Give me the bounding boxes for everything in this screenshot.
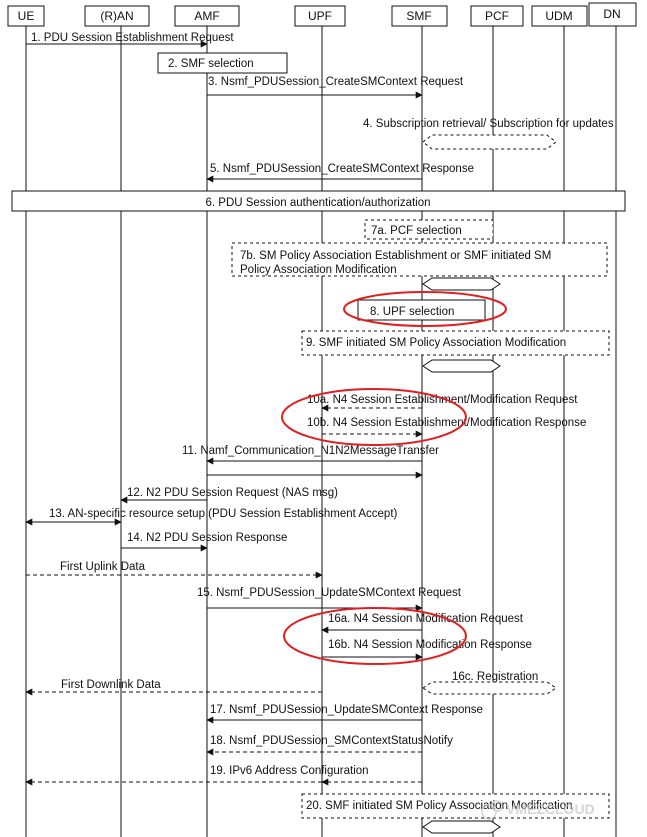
participant-amf-label: AMF xyxy=(194,9,219,23)
step-16-highlight xyxy=(283,607,467,665)
participant-smf: SMF xyxy=(391,5,448,27)
step-2-label: 2. SMF selection xyxy=(168,58,254,70)
step-3: 3. Nsmf_PDUSession_CreateSMContext Reque… xyxy=(207,76,464,99)
step-18-label: 18. Nsmf_PDUSession_SMContextStatusNotif… xyxy=(210,735,453,747)
step-18: 18. Nsmf_PDUSession_SMContextStatusNotif… xyxy=(206,735,453,756)
step-1-label: 1. PDU Session Establishment Request xyxy=(31,32,234,44)
watermark-icon-dot xyxy=(491,800,503,812)
step-6-label: 6. PDU Session authentication/authorizat… xyxy=(205,197,430,209)
participant-pcf: PCF xyxy=(470,5,524,27)
step-1: 1. PDU Session Establishment Request xyxy=(26,32,234,48)
step-19: 19. IPv6 Address Configuration xyxy=(25,765,422,786)
step-7a-label: 7a. PCF selection xyxy=(371,225,462,237)
watermark-text: VMEZCLOUD xyxy=(506,801,595,817)
step-16c-double-arrow xyxy=(422,681,557,695)
step-7b-text-a: 7b. SM Policy Association Establishment … xyxy=(240,250,461,262)
step-7b-text-smf: SMF xyxy=(464,250,488,262)
lifelines xyxy=(25,26,617,837)
participant-upf-label: UPF xyxy=(308,9,332,23)
step-8-highlight xyxy=(343,291,507,327)
step-5-label: 5. Nsmf_PDUSession_CreateSMContext Respo… xyxy=(210,163,474,175)
step-16b-label: 16b. N4 Session Modification Response xyxy=(328,639,532,651)
step-7b-box xyxy=(231,242,608,277)
step-8: 8. UPF selection xyxy=(343,291,507,327)
participant-amf: AMF xyxy=(174,5,240,27)
step-9-double-arrow xyxy=(422,359,501,373)
participant-headers: UE (R)AN AMF UPF SMF PCF UDM DN xyxy=(7,2,637,27)
first-uplink-data: First Uplink Data xyxy=(26,561,323,579)
step-7b-label-line2: Policy Association Modification xyxy=(240,264,397,276)
participant-pcf-label: PCF xyxy=(485,9,509,23)
step-6: 6. PDU Session authentication/authorizat… xyxy=(11,190,626,212)
step-5: 5. Nsmf_PDUSession_CreateSMContext Respo… xyxy=(206,163,474,183)
step-7a: 7a. PCF selection xyxy=(364,219,494,240)
first-downlink-data: First Downlink Data xyxy=(25,679,322,696)
step-14: 14. N2 PDU Session Response xyxy=(121,532,287,552)
step-16a-label: 16a. N4 Session Modification Request xyxy=(328,613,524,625)
step-7a-box xyxy=(364,219,494,240)
step-9-label: 9. SMF initiated SM Policy Association M… xyxy=(306,337,566,349)
step-11-label: 11. Namf_Communication_N1N2MessageTransf… xyxy=(182,445,439,457)
step-20-double-arrow xyxy=(422,820,501,834)
step-4-double-arrow xyxy=(422,134,557,150)
step-16: 16a. N4 Session Modification Request 16b… xyxy=(283,607,532,665)
step-2: 2. SMF selection xyxy=(157,52,288,74)
step-16c-label: 16c. Registration xyxy=(452,671,538,683)
step-17: 17. Nsmf_PDUSession_UpdateSMContext Resp… xyxy=(206,704,483,724)
participant-smf-label: SMF xyxy=(406,9,431,23)
step-6-box xyxy=(11,190,626,212)
step-20-box xyxy=(301,793,610,819)
participant-dn-label: DN xyxy=(603,7,620,21)
step-7b-double-arrow xyxy=(422,277,501,291)
watermark-icon xyxy=(481,804,497,820)
step-13: 13. AN-specific resource setup (PDU Sess… xyxy=(25,508,398,526)
participant-ran: (R)AN xyxy=(84,5,150,27)
step-8-box xyxy=(357,299,486,321)
step-10-highlight xyxy=(281,388,467,446)
first-downlink-label: First Downlink Data xyxy=(61,679,161,691)
step-13-label: 13. AN-specific resource setup (PDU Sess… xyxy=(49,508,398,520)
step-7b-text-b: initiated SM xyxy=(491,250,551,262)
step-12-label: 12. N2 PDU Session Request (NAS msg) xyxy=(127,487,338,499)
step-10: 10a. N4 Session Establishment/Modificati… xyxy=(281,388,586,446)
step-10b-label: 10b. N4 Session Establishment/Modificati… xyxy=(307,417,586,429)
step-8-label: 8. UPF selection xyxy=(370,306,454,318)
participant-ue-label: UE xyxy=(18,9,35,23)
step-4-label: 4. Subscription retrieval/ Subscription … xyxy=(363,118,614,130)
step-12: 12. N2 PDU Session Request (NAS msg) xyxy=(120,487,338,504)
step-20-label: 20. SMF initiated SM Policy Association … xyxy=(306,800,573,812)
step-20: 20. SMF initiated SM Policy Association … xyxy=(301,793,610,834)
step-10a-label: 10a. N4 Session Establishment/Modificati… xyxy=(307,394,578,406)
step-19-label: 19. IPv6 Address Configuration xyxy=(210,765,369,777)
step-14-label: 14. N2 PDU Session Response xyxy=(127,532,287,544)
watermark: VMEZCLOUD xyxy=(481,800,595,820)
participant-ue: UE xyxy=(7,5,45,27)
step-4: 4. Subscription retrieval/ Subscription … xyxy=(363,118,614,150)
step-3-label: 3. Nsmf_PDUSession_CreateSMContext Reque… xyxy=(208,76,464,88)
step-9-box xyxy=(301,330,610,356)
participant-udm: UDM xyxy=(531,5,588,27)
step-7b-label-line1: 7b. SM Policy Association Establishment … xyxy=(240,250,551,262)
step-11: 11. Namf_Communication_N1N2MessageTransf… xyxy=(182,445,439,479)
participant-ran-label: (R)AN xyxy=(100,9,133,23)
step-2-box xyxy=(157,52,288,74)
step-15-label: 15. Nsmf_PDUSession_UpdateSMContext Requ… xyxy=(197,587,462,599)
step-16c: 16c. Registration xyxy=(422,671,557,695)
participant-dn: DN xyxy=(588,2,637,27)
first-uplink-label: First Uplink Data xyxy=(60,561,146,573)
participant-upf: UPF xyxy=(294,5,346,27)
step-7b: 7b. SM Policy Association Establishment … xyxy=(231,242,608,291)
step-17-label: 17. Nsmf_PDUSession_UpdateSMContext Resp… xyxy=(210,704,483,716)
participant-udm-label: UDM xyxy=(545,9,572,23)
step-9: 9. SMF initiated SM Policy Association M… xyxy=(301,330,610,373)
